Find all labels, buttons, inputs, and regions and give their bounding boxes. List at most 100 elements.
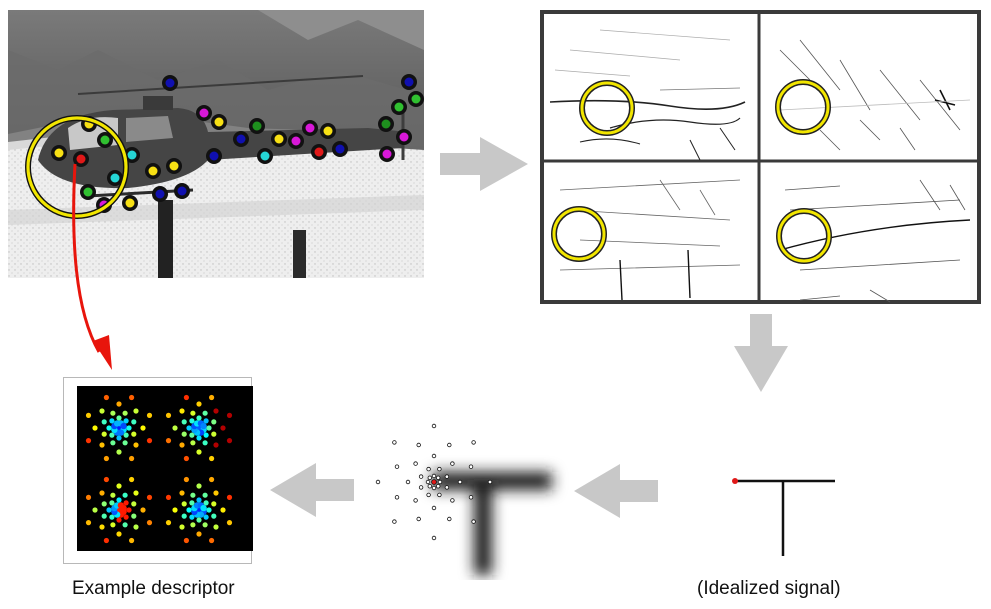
sample-point xyxy=(392,519,397,524)
descriptor-bin xyxy=(196,401,202,407)
descriptor-bin xyxy=(189,514,195,520)
descriptor-bin xyxy=(129,455,135,462)
descriptor-bin xyxy=(131,419,137,425)
descriptor-bin xyxy=(186,507,192,513)
descriptor-bin xyxy=(101,501,107,507)
descriptor-bin xyxy=(209,455,215,462)
descriptor-bin xyxy=(109,432,115,438)
descriptor-bin xyxy=(183,455,189,462)
descriptor-bin xyxy=(226,520,233,526)
descriptor-bin xyxy=(103,455,109,462)
descriptor-bin xyxy=(179,490,185,496)
sample-point xyxy=(394,464,400,469)
sample-point xyxy=(392,440,397,445)
sample-point xyxy=(468,464,474,469)
down-arrow-icon xyxy=(734,314,788,392)
sample-point xyxy=(471,440,476,445)
descriptor-bin xyxy=(190,492,196,498)
descriptor-bin xyxy=(122,440,128,446)
descriptor-bin xyxy=(203,514,209,520)
descriptor-bin xyxy=(110,492,116,498)
example-descriptor-caption: Example descriptor xyxy=(72,578,235,599)
descriptor-bin xyxy=(200,422,207,430)
descriptor-bin xyxy=(103,537,109,544)
descriptor-bin xyxy=(85,520,92,526)
descriptor-bin xyxy=(146,412,153,418)
sample-point xyxy=(437,466,442,472)
descriptor-bin xyxy=(190,440,196,446)
descriptor-bin xyxy=(209,537,215,544)
sample-point xyxy=(487,479,493,485)
sample-point xyxy=(394,495,400,500)
sample-point xyxy=(468,495,474,500)
descriptor-bin xyxy=(92,425,98,431)
sample-point xyxy=(416,516,421,522)
descriptor-bin xyxy=(211,501,217,507)
descriptor-bin xyxy=(120,504,127,512)
descriptor-bin xyxy=(120,422,127,430)
descriptor-bin xyxy=(126,507,132,513)
descriptor-bin xyxy=(179,524,185,530)
descriptor-bin xyxy=(116,517,122,523)
descriptor-bin xyxy=(99,442,105,448)
sample-point xyxy=(457,479,463,485)
descriptor-bin xyxy=(133,490,139,496)
descriptor-bin xyxy=(179,442,185,448)
descriptor-bin xyxy=(140,507,146,513)
descriptor-bin xyxy=(99,408,105,414)
descriptor-bin xyxy=(133,408,139,414)
descriptor-bin xyxy=(146,438,153,444)
descriptor-bin xyxy=(123,500,129,506)
sample-point xyxy=(375,479,381,485)
left-arrow-icon xyxy=(574,464,658,518)
sample-point xyxy=(450,498,455,503)
descriptor-bin xyxy=(202,440,208,446)
descriptor-bin xyxy=(226,438,233,444)
descriptor-bin xyxy=(116,401,122,407)
sample-point xyxy=(405,479,411,485)
descriptor-bin xyxy=(129,476,135,483)
descriptor-bin xyxy=(133,524,139,530)
sample-point xyxy=(447,516,452,522)
sample-point xyxy=(431,423,437,429)
descriptor-bin xyxy=(99,524,105,530)
sample-point xyxy=(413,461,418,466)
sample-point xyxy=(426,492,431,498)
sample-point xyxy=(413,498,418,503)
right-arrow-icon xyxy=(440,137,528,191)
descriptor-bin xyxy=(181,513,187,519)
sample-point xyxy=(444,474,450,479)
descriptor-bin xyxy=(206,507,212,513)
descriptor-bin xyxy=(190,410,196,416)
descriptor-bin xyxy=(213,442,219,448)
descriptor-bin xyxy=(101,513,107,519)
descriptor-bin xyxy=(196,449,202,455)
response-maps-panel xyxy=(540,10,981,304)
descriptor-bin xyxy=(99,490,105,496)
descriptor-bin xyxy=(189,418,195,424)
descriptor-bin xyxy=(179,408,185,414)
descriptor-bin xyxy=(109,418,115,424)
example-descriptor-image xyxy=(77,386,253,551)
descriptor-bin xyxy=(196,517,202,523)
descriptor-bin xyxy=(196,497,202,503)
descriptor-quadrants xyxy=(85,394,233,544)
descriptor-bin xyxy=(183,476,189,483)
descriptor-bin xyxy=(165,412,172,418)
descriptor-bin xyxy=(140,425,146,431)
descriptor-bin xyxy=(165,520,172,526)
descriptor-bin xyxy=(133,442,139,448)
sample-point xyxy=(447,442,452,448)
sample-point xyxy=(431,479,437,485)
descriptor-bin xyxy=(123,514,129,520)
sample-point xyxy=(431,505,437,511)
descriptor-bin xyxy=(129,394,135,401)
sample-point xyxy=(437,492,442,498)
descriptor-bin xyxy=(196,435,202,441)
orientation-map-bottom-right xyxy=(779,179,971,303)
descriptor-bin xyxy=(181,431,187,437)
descriptor-bin xyxy=(202,522,208,528)
descriptor-bin xyxy=(203,418,209,424)
descriptor-bin xyxy=(110,440,116,446)
descriptor-bin xyxy=(146,520,153,526)
